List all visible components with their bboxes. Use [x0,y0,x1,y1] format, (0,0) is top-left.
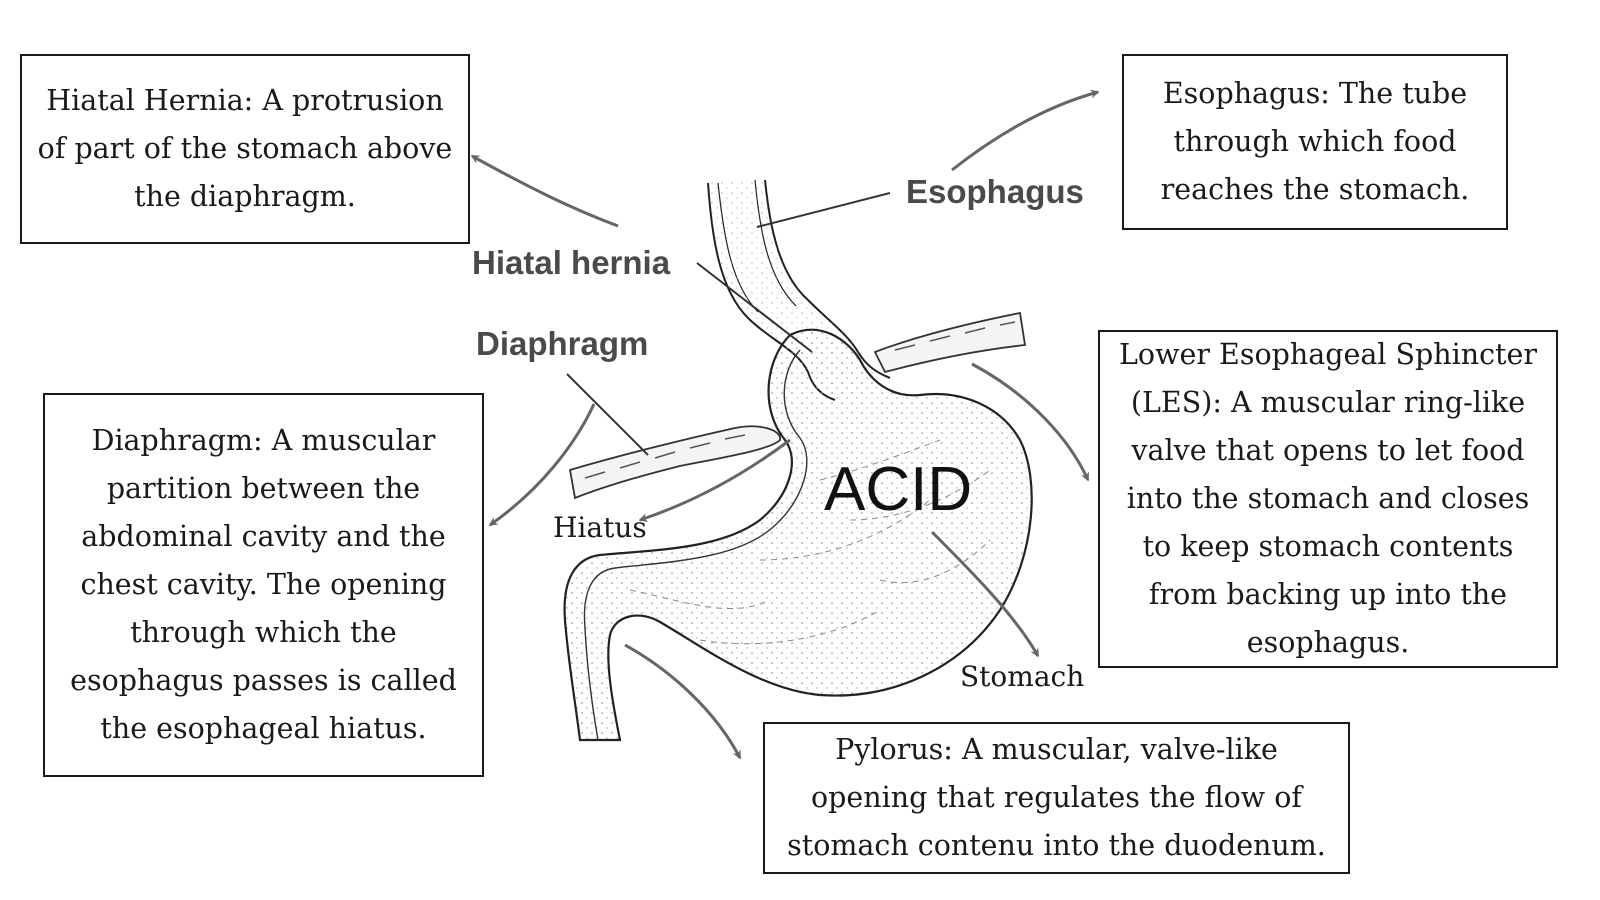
arrow-to-hiatus-label [638,438,791,522]
esophagus-definition: Esophagus: The tube through which food r… [1160,77,1470,206]
hiatus-label: Hiatus [553,511,647,544]
diaphragm-definition: Diaphragm: A muscular partition between … [70,424,457,745]
hiatal-hernia-label: Hiatal hernia [472,244,671,281]
les-definition-box: Lower Esophageal Sphincter (LES): A musc… [1098,330,1558,668]
stomach-illustration [563,328,1033,742]
arrow-to-esophagus-box [951,89,1100,172]
arrow-to-stomach-label [930,530,1040,658]
arrow-to-diaphragm-box [488,403,596,527]
arrow-to-les-box [971,362,1090,482]
hiatal-hernia-definition: Hiatal Hernia: A protrusion of part of t… [37,84,453,213]
diaphragm-illustration [568,311,1027,500]
arrow-to-hiatal-hernia-box [470,154,619,228]
arrow-to-pylorus-box [624,643,742,760]
hiatal-hernia-definition-box: Hiatal Hernia: A protrusion of part of t… [20,54,470,244]
pylorus-definition-box: Pylorus: A muscular, valve-like opening … [763,722,1350,874]
les-definition: Lower Esophageal Sphincter (LES): A musc… [1119,338,1537,659]
diaphragm-label: Diaphragm [476,325,648,362]
esophagus-definition-box: Esophagus: The tube through which food r… [1122,54,1508,230]
acid-label: ACID [824,455,972,524]
diaphragm-definition-box: Diaphragm: A muscular partition between … [43,393,484,777]
pylorus-definition: Pylorus: A muscular, valve-like opening … [787,733,1326,862]
callout-arrows [470,89,1100,760]
stomach-label: Stomach [960,660,1084,693]
image-pointer-lines [566,192,891,456]
esophagus-label: Esophagus [906,173,1084,210]
